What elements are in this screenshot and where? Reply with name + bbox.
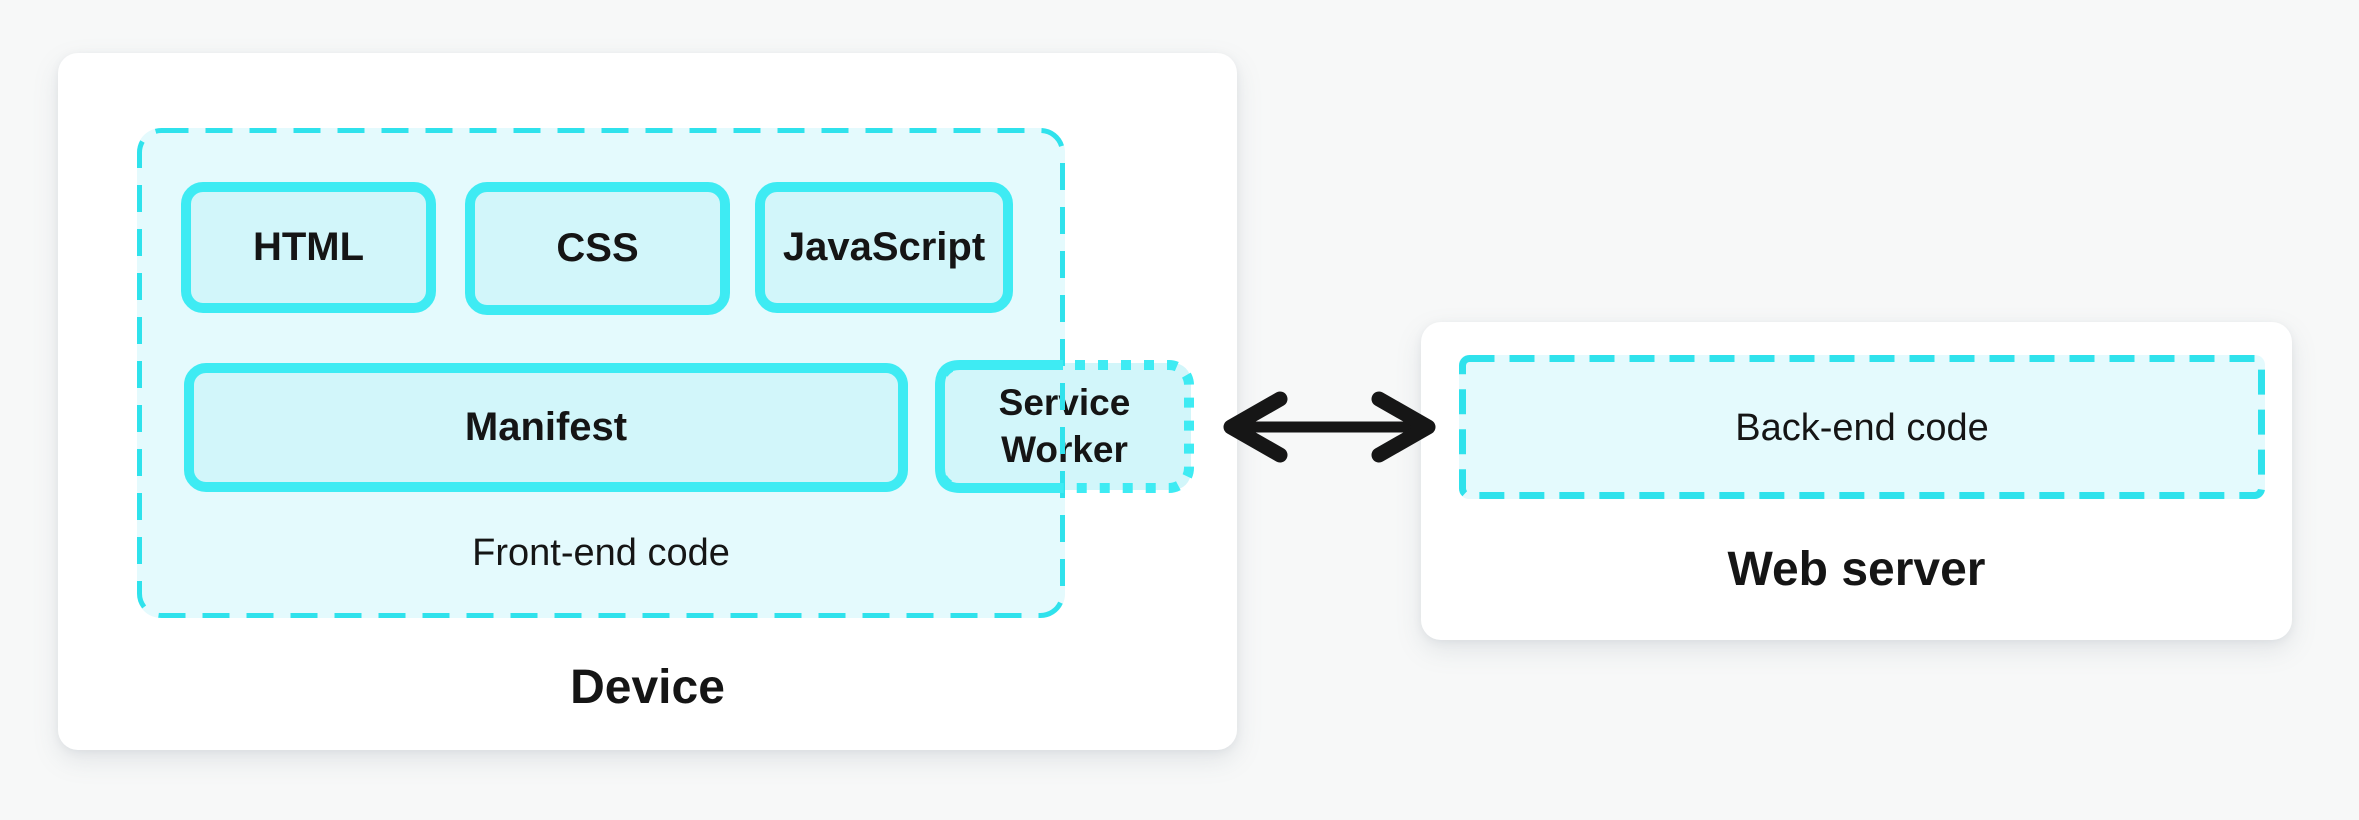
service-worker-label: Service Worker xyxy=(998,381,1131,470)
html-box-label: HTML xyxy=(252,225,365,269)
css-box-label: CSS xyxy=(556,226,639,270)
bidirectional-arrow-icon xyxy=(1223,391,1436,463)
css-box: CSS xyxy=(465,182,730,315)
javascript-box: JavaScript xyxy=(755,182,1013,313)
html-box: HTML xyxy=(181,182,436,313)
manifest-box-label: Manifest xyxy=(464,405,628,449)
device-label: Device xyxy=(570,661,725,714)
backend-code-label: Back-end code xyxy=(1735,407,1989,449)
manifest-box: Manifest xyxy=(184,363,908,492)
service-worker-box: Service Worker xyxy=(938,363,1191,490)
frontend-code-label: Front-end code xyxy=(472,532,730,574)
javascript-box-label: JavaScript xyxy=(782,225,986,269)
web-server-label: Web server xyxy=(1727,543,1986,596)
